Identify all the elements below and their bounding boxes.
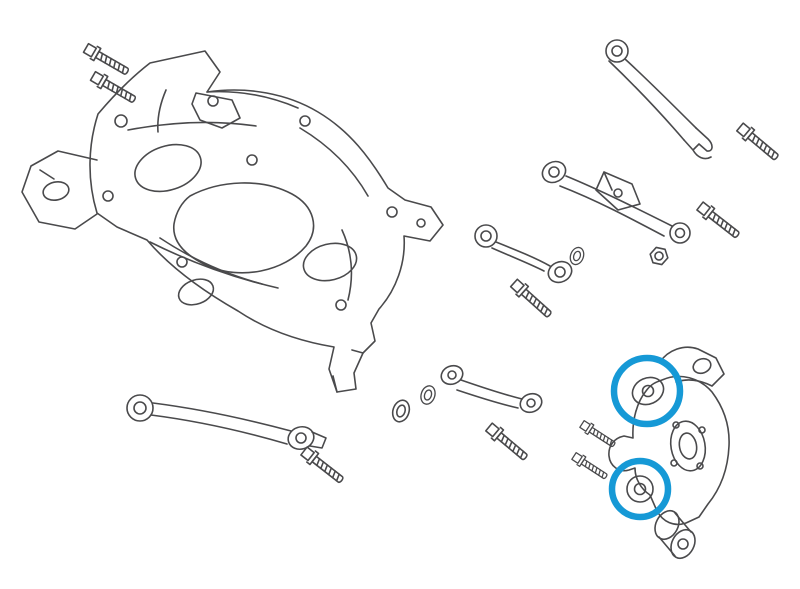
part-short-link [440, 364, 543, 414]
part-long-rod [126, 394, 327, 451]
knuckle-upper-bushing-inner [641, 384, 655, 398]
highlight-circle-upper-bushing [610, 354, 684, 428]
part-washer-2 [417, 383, 439, 407]
line-art-layer [21, 39, 782, 560]
part-bolt-upper-arm [694, 199, 743, 242]
bottom-bushing-face-front [670, 528, 696, 560]
short-link-bushing-right-outer [519, 392, 543, 414]
long-rod-shaft [150, 402, 292, 445]
short-link-bushing-right-inner [526, 398, 536, 408]
trailing-arm-bushing-outer [605, 39, 629, 63]
part-trailing-arm [605, 39, 713, 160]
knuckle-lug-holes [670, 421, 706, 470]
subframe-right-opening [302, 242, 358, 282]
subframe-lower-opening [177, 278, 215, 306]
bottom-bushing-bore [677, 538, 689, 550]
knuckle-lower-bushing-inner [633, 482, 647, 496]
part-bolt-long-rod [298, 444, 347, 487]
part-hex-nut [647, 245, 671, 267]
upper-arm-bushing-outer [541, 160, 567, 184]
middle-link-bushing-inner [554, 266, 566, 278]
part-middle-link [474, 224, 587, 284]
bottom-bushing-sides [658, 512, 692, 557]
subframe-top-ear-detail [157, 89, 299, 133]
trailing-arm-bushing-inner [611, 45, 623, 57]
part-bolt-trailing-arm [734, 120, 782, 164]
upper-arm-shaft [559, 175, 673, 237]
subframe-upper-opening [134, 143, 202, 193]
subframe-center-opening [173, 182, 315, 274]
subframe-left-bracket-hole [42, 180, 70, 202]
upper-arm-bushing-inner [548, 166, 560, 178]
subframe-outline [89, 50, 444, 393]
part-upper-arm [541, 160, 691, 244]
knuckle-lower-bushing-outer [626, 475, 654, 503]
part-rear-knuckle [608, 346, 730, 526]
knuckle-top-bracket [659, 346, 725, 387]
short-link-bushing-left-inner [447, 370, 457, 380]
upper-arm-eye-outer [669, 222, 691, 244]
part-bolt-short-link [483, 420, 531, 464]
knuckle-body [608, 375, 730, 526]
long-rod-bushing-outer [287, 425, 315, 451]
subframe-top-bracket [191, 92, 241, 129]
subframe-ribs [127, 121, 369, 301]
part-rear-subframe [21, 50, 444, 393]
short-link-bushing-left-outer [440, 364, 464, 386]
part-bolt-knuckle-2 [570, 450, 610, 483]
part-washer-middle-link [567, 244, 587, 268]
long-rod-bushing-inner [295, 432, 307, 444]
trailing-arm-shaft [608, 58, 697, 141]
subframe-leg-detail [332, 349, 364, 393]
knuckle-hub-outer [669, 420, 707, 472]
subframe-bolt-holes [102, 95, 426, 311]
long-rod-eye-outer [126, 394, 154, 422]
part-bolt-top-left-1 [81, 41, 132, 79]
upper-arm-bracket [595, 171, 641, 211]
part-bolt-top-left-2 [88, 69, 139, 107]
upper-arm-bracket-hole [613, 188, 623, 198]
middle-link-bushing-outer [547, 260, 573, 284]
upper-arm-eye-inner [674, 227, 686, 239]
part-bolt-middle-link [508, 276, 556, 322]
short-link-shaft [456, 379, 523, 409]
middle-link-shaft [491, 241, 551, 272]
knuckle-upper-bushing-outer [631, 376, 665, 406]
subframe-left-bracket [21, 150, 98, 230]
trailing-arm-clevis [683, 127, 713, 160]
middle-link-eye [474, 224, 498, 248]
subframe-left-bracket-rib [39, 169, 55, 180]
knuckle-hub-inner [678, 432, 698, 460]
knuckle-top-bracket-eye [692, 357, 712, 375]
part-washer-1 [389, 397, 413, 425]
highlight-circle-lower-bushing [608, 457, 672, 521]
long-rod-eye-inner [133, 401, 147, 415]
part-bottom-bushing [654, 509, 696, 560]
long-rod-end-tab [309, 431, 327, 449]
